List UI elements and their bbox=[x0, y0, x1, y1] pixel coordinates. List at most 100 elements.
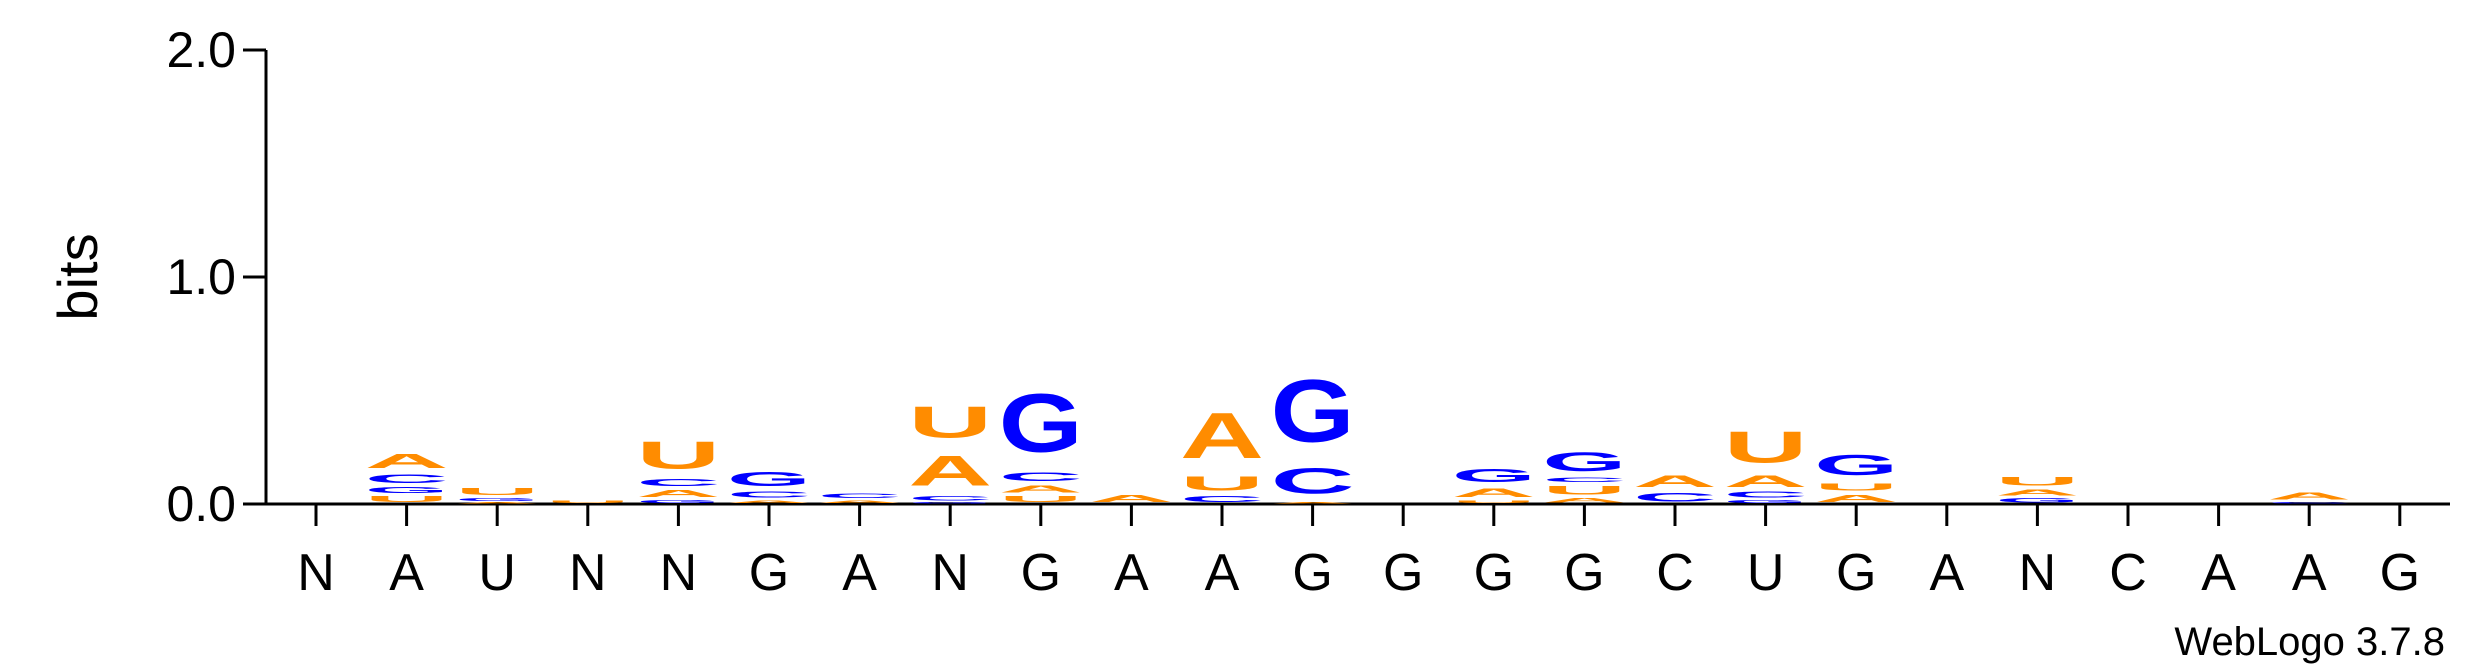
stack-letter-C: C bbox=[818, 493, 902, 500]
letter-stack-7: AC bbox=[818, 493, 902, 504]
x-tick-label-2: A bbox=[389, 544, 424, 602]
x-tick-label-13: G bbox=[1383, 544, 1423, 602]
x-tick-label-10: A bbox=[1114, 544, 1149, 602]
x-tick-label-16: C bbox=[1656, 544, 1694, 602]
letter-stack-10: A bbox=[1089, 493, 1173, 504]
stack-letter-C: C bbox=[636, 477, 720, 488]
stack-letter-A: A bbox=[908, 447, 992, 495]
stack-letter-A: A bbox=[818, 500, 902, 504]
x-tick-label-19: A bbox=[1929, 544, 1964, 602]
x-tick-label-6: G bbox=[749, 544, 789, 602]
stack-letter-C: C bbox=[1542, 477, 1626, 484]
stack-letter-A: A bbox=[455, 502, 539, 504]
stack-letter-C: C bbox=[1271, 461, 1355, 502]
stack-letter-G: G bbox=[1271, 360, 1355, 460]
x-tick-label-21: C bbox=[2109, 544, 2147, 602]
stack-letter-A: A bbox=[636, 488, 720, 499]
stack-letter-G: G bbox=[1814, 450, 1898, 482]
x-tick-label-22: A bbox=[2201, 544, 2236, 602]
weblogo-version-label: WebLogo 3.7.8 bbox=[2174, 620, 2445, 664]
stack-letter-G: G bbox=[1995, 497, 2079, 504]
stack-letter-U: U bbox=[1814, 481, 1898, 492]
stack-letter-A: A bbox=[727, 500, 811, 504]
stack-letter-A: A bbox=[999, 484, 1083, 495]
x-ticks bbox=[314, 504, 2402, 526]
stack-letter-U: U bbox=[1724, 422, 1808, 472]
stack-letter-U: U bbox=[365, 495, 449, 504]
stack-letter-U: U bbox=[1542, 483, 1626, 497]
stack-letter-C: C bbox=[727, 490, 811, 499]
stack-letter-C: C bbox=[1724, 490, 1808, 499]
x-tick-label-23: A bbox=[2292, 544, 2327, 602]
letter-stack-16: CA bbox=[1633, 472, 1717, 504]
x-tick-label-17: U bbox=[1747, 544, 1785, 602]
letter-stack-23: CA bbox=[2267, 490, 2351, 504]
stack-letter-G: G bbox=[1542, 447, 1626, 477]
stack-letter-U: U bbox=[908, 397, 992, 447]
letter-stack-20: GAU bbox=[1995, 474, 2079, 504]
stack-letter-U: U bbox=[1995, 474, 2079, 488]
stack-letter-C: C bbox=[908, 495, 992, 502]
y-axis: 0.0 1.0 2.0 bits bbox=[46, 22, 268, 532]
stack-letter-G: G bbox=[908, 502, 992, 504]
stack-letter-C: C bbox=[999, 470, 1083, 484]
letter-stack-3: AGU bbox=[455, 486, 539, 504]
stack-letter-G: G bbox=[636, 500, 720, 505]
x-tick-label-20: N bbox=[2019, 544, 2057, 602]
stack-letter-C: C bbox=[1180, 495, 1264, 504]
x-tick-label-9: G bbox=[1021, 544, 1061, 602]
letter-stack-6: ACG bbox=[727, 468, 811, 504]
stack-letter-C: C bbox=[365, 472, 449, 486]
stack-letter-U: U bbox=[455, 486, 539, 497]
stack-letter-U: U bbox=[1452, 500, 1536, 504]
stack-letter-C: C bbox=[2267, 502, 2351, 504]
x-tick-label-11: A bbox=[1205, 544, 1240, 602]
x-tick-label-14: G bbox=[1474, 544, 1514, 602]
stack-letter-G: G bbox=[1724, 500, 1808, 505]
x-tick-label-8: N bbox=[931, 544, 969, 602]
x-tick-label-5: N bbox=[660, 544, 698, 602]
stack-letter-G: G bbox=[455, 497, 539, 502]
x-tick-label-24: G bbox=[2380, 544, 2420, 602]
x-tick-label-18: G bbox=[1836, 544, 1876, 602]
stack-letter-U: U bbox=[636, 434, 720, 477]
stack-letter-G: G bbox=[999, 377, 1083, 469]
x-tick-label-15: G bbox=[1564, 544, 1604, 602]
letter-stack-4: U bbox=[546, 500, 630, 504]
letter-stack-14: UAG bbox=[1452, 466, 1536, 504]
stack-letter-A: A bbox=[1814, 493, 1898, 504]
stack-letter-A: A bbox=[1542, 497, 1626, 504]
stack-letter-A: A bbox=[1995, 488, 2079, 497]
stack-letter-A: A bbox=[1271, 502, 1355, 504]
letter-stack-18: AUG bbox=[1814, 450, 1898, 504]
stack-letter-A: A bbox=[1724, 472, 1808, 490]
stack-letter-G: G bbox=[727, 468, 811, 490]
stack-letter-A: A bbox=[1180, 399, 1264, 471]
stack-letter-U: U bbox=[999, 495, 1083, 504]
x-tick-label-3: U bbox=[478, 544, 516, 602]
x-tick-label-7: A bbox=[842, 544, 877, 602]
y-tick-label-0: 0.0 bbox=[166, 476, 236, 532]
stack-letter-G: G bbox=[365, 486, 449, 495]
stack-letter-U: U bbox=[1180, 472, 1264, 495]
letter-stack-11: CUA bbox=[1180, 399, 1264, 504]
stack-letter-G: G bbox=[1452, 466, 1536, 486]
letter-stack-12: ACG bbox=[1271, 360, 1355, 504]
stack-letter-U: U bbox=[546, 500, 630, 504]
stack-letter-A: A bbox=[1633, 472, 1717, 490]
stack-letter-A: A bbox=[2267, 490, 2351, 501]
x-tick-label-12: G bbox=[1292, 544, 1332, 602]
stack-letter-C: C bbox=[1633, 490, 1717, 504]
y-axis-label: bits bbox=[46, 233, 109, 320]
stack-letter-A: A bbox=[1089, 493, 1173, 504]
stack-letter-A: A bbox=[1452, 486, 1536, 500]
